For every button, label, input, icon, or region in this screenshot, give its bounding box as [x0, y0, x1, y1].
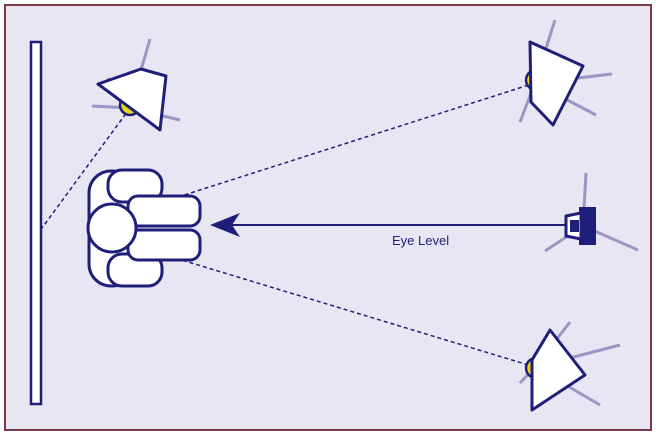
- eye-level-arrow-icon: [210, 213, 240, 237]
- person-seated-icon: [86, 168, 202, 288]
- fill-light-icon: [518, 321, 621, 412]
- eye-level-label: Eye Level: [392, 233, 449, 248]
- backdrop-panel-icon: [29, 40, 43, 406]
- backdrop-light-icon: [91, 38, 181, 132]
- camera-icon: [544, 172, 639, 253]
- light-path-backdrop: [41, 107, 131, 229]
- key-light-icon: [518, 19, 613, 127]
